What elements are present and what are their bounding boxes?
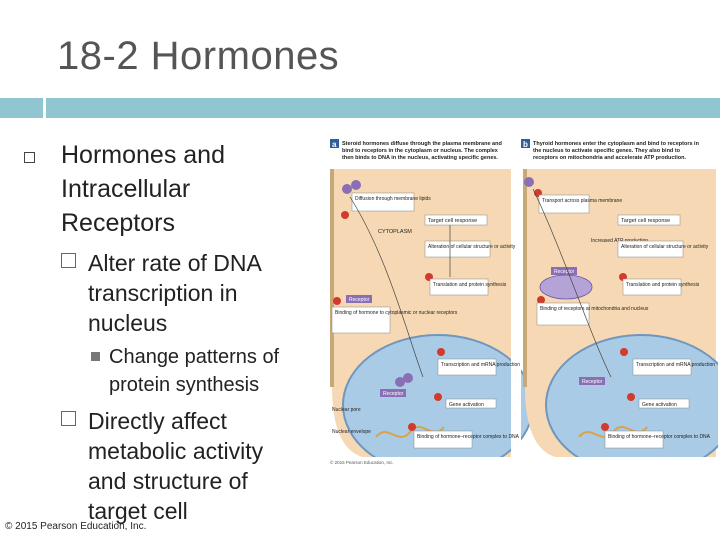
step-marker [437, 348, 445, 356]
step-marker [620, 348, 628, 356]
sub-bullet-directly: Directly affect metabolic activity and s… [88, 406, 303, 526]
sub-bullet-alter: Alter rate of DNA transcription in nucle… [88, 248, 303, 338]
bullet-marker [24, 152, 35, 163]
hormone-receptor-figure: a Steroid hormones diffuse through the p… [328, 137, 718, 467]
step-marker [408, 423, 416, 431]
label-binding: Binding of hormone to cytoplasmic or nuc… [335, 310, 458, 316]
label-alteration: Alteration of cellular structure or acti… [428, 244, 516, 250]
bullet-hormones-receptors: Hormones and Intracellular Receptors [61, 138, 301, 240]
step-marker [601, 423, 609, 431]
point-text: Change patterns of protein synthesis [109, 346, 279, 396]
square-bullet [91, 352, 100, 361]
point-protein-synthesis: Change patterns of protein synthesis [109, 343, 319, 399]
label-receptor: Receptor [554, 269, 575, 275]
panel-b-letter: b [523, 140, 528, 149]
label-target-response: Target cell response [621, 218, 670, 224]
label-receptor: Receptor [349, 297, 370, 303]
label-translation: Translation and protein synthesis [433, 282, 507, 288]
label-diffusion: Diffusion through membrane lipids [355, 196, 431, 202]
label-target-response: Target cell response [428, 218, 477, 224]
mitochondrion [540, 275, 592, 299]
step-marker [434, 393, 442, 401]
sub-bullet-text: Alter rate of DNA transcription in nucle… [88, 250, 261, 336]
panel-b-caption-2: the nucleus to activate specific genes. … [533, 148, 681, 154]
label-cytoplasm: CYTOPLASM [378, 229, 412, 235]
panel-a-caption-3: then binds to DNA in the nucleus, activa… [342, 155, 498, 161]
copyright: © 2015 Pearson Education, Inc. [5, 521, 146, 532]
panel-a-caption-1: Steroid hormones diffuse through the pla… [342, 141, 502, 147]
label-receptor-2: Receptor [582, 379, 603, 385]
sub-bullet-text: Directly affect metabolic activity and s… [88, 408, 263, 524]
header-accent-left [0, 98, 43, 118]
step-marker [333, 297, 341, 305]
label-complex-dna: Binding of hormone–receptor complex to D… [608, 434, 711, 440]
header-accent-bar [46, 98, 720, 118]
label-gene-activation: Gene activation [449, 402, 484, 408]
panel-b-caption-3: receptors on mitochondria and accelerate… [533, 155, 686, 161]
label-nuclear-pore: Nuclear pore [332, 407, 361, 413]
step-marker [627, 393, 635, 401]
label-transport: Transport across plasma membrane [542, 198, 622, 204]
label-complex-dna: Binding of hormone–receptor complex to D… [417, 434, 520, 440]
label-receptor-2: Receptor [383, 391, 404, 397]
panel-a-caption-2: bind to receptors in the cytoplasm or nu… [342, 148, 499, 154]
hormone-receptor-complex [403, 373, 413, 383]
sub-bullet-marker [61, 411, 76, 426]
label-translation: Translation and protein synthesis [626, 282, 700, 288]
label-transcription: Transcription and mRNA production [636, 362, 715, 368]
label-nuclear-envelope: Nuclear envelope [332, 429, 371, 435]
step-marker [341, 211, 349, 219]
sub-bullet-marker [61, 253, 76, 268]
hormone-molecule [351, 180, 361, 190]
label-mito-binding: Binding of receptors at mitochondria and… [540, 306, 649, 312]
label-gene-activation: Gene activation [642, 402, 677, 408]
panel-a: a Steroid hormones diffuse through the p… [330, 139, 533, 467]
hormone-molecule [524, 177, 534, 187]
figure-credit: © 2015 Pearson Education, Inc. [330, 459, 394, 465]
panel-b-caption-1: Thyroid hormones enter the cytoplasm and… [533, 141, 700, 147]
hormone-molecule [342, 184, 352, 194]
panel-a-letter: a [332, 140, 337, 149]
panel-b: b Thyroid hormones enter the cytoplasm a… [521, 139, 718, 467]
label-transcription: Transcription and mRNA production [441, 362, 520, 368]
label-alteration: Alteration of cellular structure or acti… [621, 244, 709, 250]
slide-title: 18-2 Hormones [57, 34, 339, 79]
